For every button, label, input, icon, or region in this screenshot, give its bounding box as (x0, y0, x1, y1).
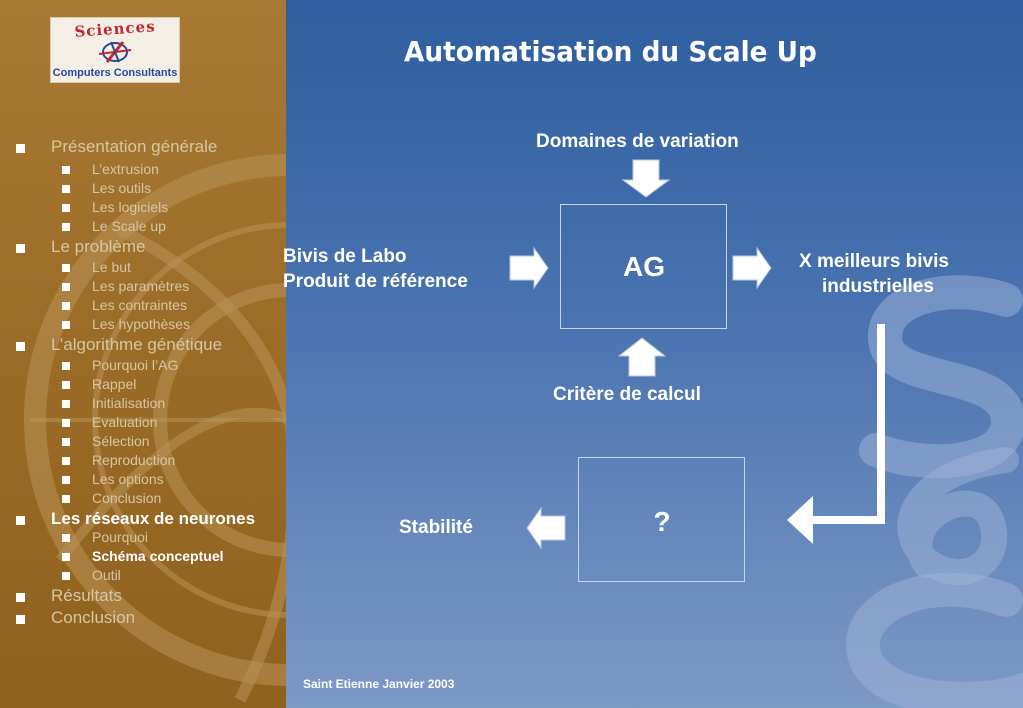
sidebar-item-label: Pourquoi l’AG (92, 357, 179, 373)
main-watermark-logo (846, 275, 1023, 708)
label-x-meilleurs-bivis: X meilleurs bivis (799, 251, 949, 272)
elbow-arrow-icon (787, 324, 885, 544)
bullet-square-icon (62, 457, 70, 465)
arrow-up-icon (617, 337, 667, 377)
label-critere-de-calcul: Critère de calcul (553, 384, 701, 405)
sidebar: Sciences Computers Consultants Présentat… (0, 0, 286, 708)
arrow-left-icon (526, 506, 566, 550)
sidebar-item-label: Les hypothèses (92, 316, 191, 332)
sidebar-item-label: Le problème (51, 237, 146, 256)
bullet-square-icon (62, 534, 70, 542)
bullet-square-icon (62, 283, 70, 291)
sidebar-item-label: Les options (92, 471, 164, 487)
bullet-square-icon (62, 495, 70, 503)
bullet-square-icon (62, 166, 70, 174)
label-stabilite: Stabilité (399, 517, 473, 538)
bullet-square-icon (16, 144, 25, 153)
label-domaines-de-variation: Domaines de variation (536, 131, 739, 152)
company-logo: Sciences Computers Consultants (50, 17, 180, 83)
bullet-square-icon (16, 244, 25, 253)
bullet-square-icon (62, 302, 70, 310)
bullet-square-icon (62, 553, 70, 561)
sidebar-item-label: Sélection (92, 433, 150, 449)
ag-box (560, 204, 727, 329)
sidebar-item-label: Pourquoi (92, 529, 149, 545)
bullet-square-icon (62, 476, 70, 484)
bullet-square-icon (16, 593, 25, 602)
arrow-right-icon (509, 246, 549, 290)
bullet-square-icon (62, 381, 70, 389)
sidebar-item-label: Les outils (92, 180, 152, 196)
sidebar-item-label: Le but (92, 259, 131, 275)
sidebar-item-label: Reproduction (92, 452, 176, 468)
sidebar-item-label: Les réseaux de neurones (51, 509, 256, 528)
sidebar-item-label: Conclusion (92, 490, 162, 506)
logo-graphic (98, 41, 132, 63)
label-bivis-de-labo: Bivis de Labo (283, 246, 407, 267)
bullet-square-icon (62, 223, 70, 231)
arrow-right-icon (732, 246, 772, 290)
bullet-square-icon (16, 615, 25, 624)
sidebar-item-label: Schéma conceptuel (92, 548, 224, 564)
sidebar-item-label: Le Scale up (92, 218, 166, 234)
sidebar-item-label: Rappel (92, 376, 137, 392)
sidebar-item-label: L’algorithme génétique (51, 335, 223, 354)
sidebar-watermark-globe (24, 154, 286, 703)
sidebar-item-label: Outil (92, 567, 121, 583)
sidebar-item-label: Résultats (51, 586, 122, 605)
bullet-square-icon (62, 204, 70, 212)
sidebar-item-label: Evaluation (92, 414, 158, 430)
bullet-square-icon (62, 572, 70, 580)
sidebar-item-label: Présentation générale (51, 137, 218, 156)
bullet-square-icon (62, 185, 70, 193)
footer-text: Saint Etienne Janvier 2003 (303, 677, 455, 691)
sidebar-item-label: Les paramètres (92, 278, 190, 294)
arrow-down-icon (621, 159, 671, 198)
bullet-square-icon (62, 264, 70, 272)
bullet-square-icon (16, 342, 25, 351)
ag-label: AG (623, 251, 665, 282)
slide-title: Automatisation du Scale Up (404, 35, 817, 68)
bullet-square-icon (62, 438, 70, 446)
label-produit-de-reference: Produit de référence (283, 271, 468, 292)
bullet-square-icon (62, 321, 70, 329)
label-industrielles: industrielles (822, 276, 934, 297)
bullet-square-icon (62, 400, 70, 408)
question-label: ? (653, 506, 671, 537)
question-box (578, 457, 745, 582)
sidebar-item-label: Initialisation (92, 395, 166, 411)
sidebar-item-label: Conclusion (51, 608, 136, 627)
logo-bottom-text: Computers Consultants (52, 67, 178, 79)
sidebar-item-label: L’extrusion (92, 161, 159, 177)
sidebar-item-label: Les logiciels (92, 199, 169, 215)
bullet-square-icon (16, 516, 25, 525)
sidebar-item-label: Les contraintes (92, 297, 187, 313)
bullet-square-icon (62, 419, 70, 427)
bullet-square-icon (62, 362, 70, 370)
